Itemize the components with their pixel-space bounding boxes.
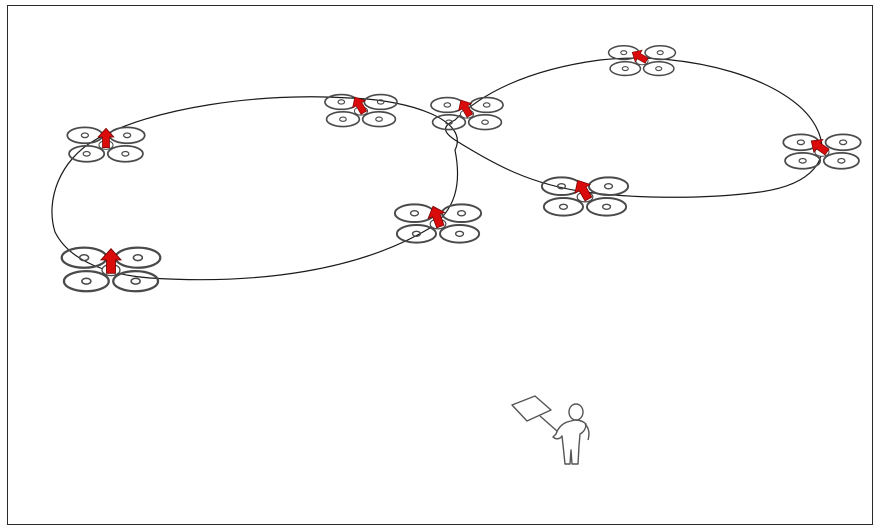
- drone-4: [393, 202, 483, 244]
- flight-path-left-loop: [51, 96, 459, 281]
- flight-path: [51, 57, 823, 281]
- drone-8: [782, 133, 862, 170]
- drone-2: [60, 246, 162, 293]
- flight-path-right-loop: [445, 57, 823, 198]
- drone-7: [607, 45, 677, 77]
- operator: [511, 395, 590, 465]
- diagram-canvas: [51, 45, 862, 465]
- person-icon: [552, 403, 590, 465]
- controller-stick: [539, 415, 558, 432]
- controller-tablet-icon: [511, 395, 552, 422]
- drone-1: [66, 126, 146, 163]
- drone-6: [540, 175, 630, 217]
- figure-eight-flight-diagram: [7, 5, 873, 525]
- drone-5: [430, 96, 504, 131]
